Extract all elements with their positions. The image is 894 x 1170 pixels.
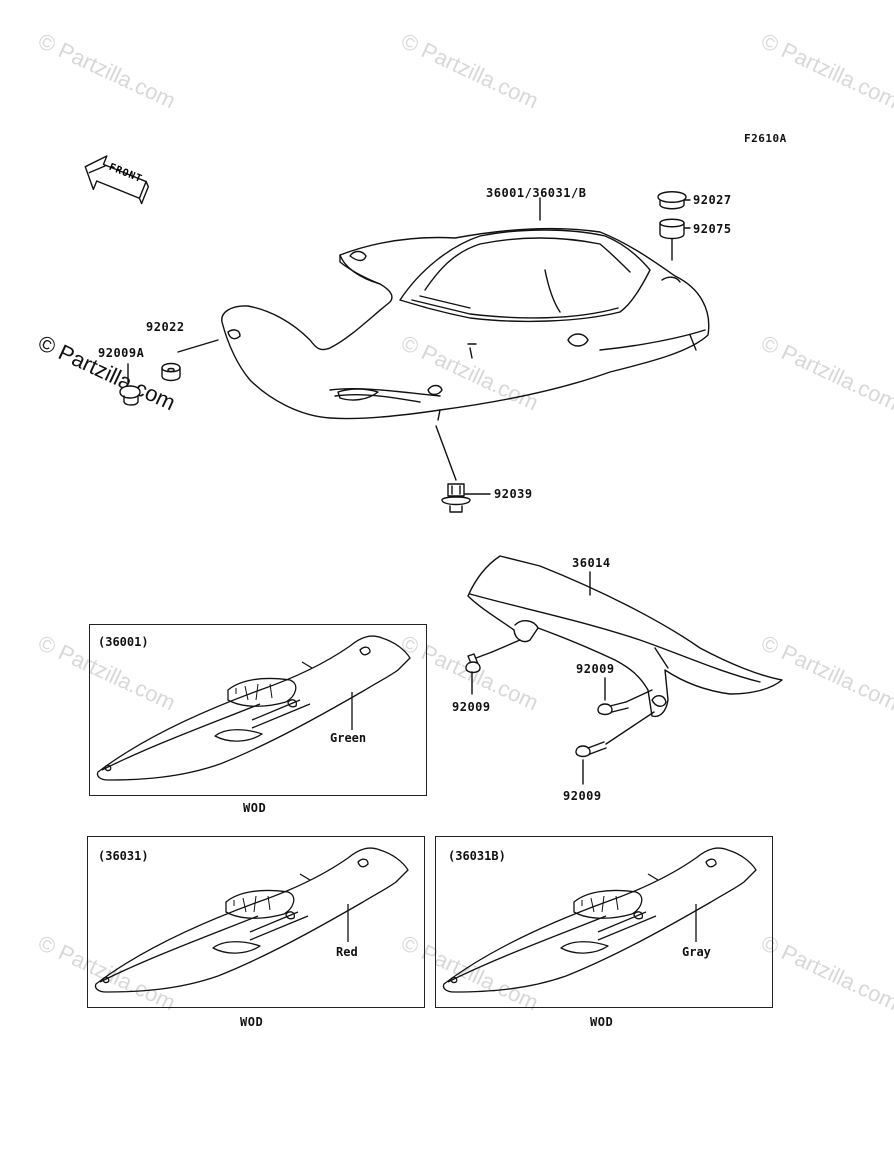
variant-box: (36031) Red	[87, 836, 425, 1008]
variant-box: (36001) Green	[89, 624, 427, 796]
part-label-bolt: 92009	[576, 662, 615, 676]
variant-cowl-drawing	[96, 635, 411, 781]
variant-color: Red	[336, 945, 358, 959]
part-label-seat-cowl: 36001/36031/B	[486, 186, 587, 200]
seat-cowl-drawing	[221, 227, 710, 421]
variant-code: WOD	[240, 1015, 264, 1029]
part-label-damper: 92075	[693, 222, 732, 236]
clip-icon	[119, 385, 141, 406]
variant-code: WOD	[590, 1015, 614, 1029]
part-label-collar: 92022	[146, 320, 185, 334]
part-label-clip: 92009A	[98, 346, 145, 360]
bolt-icon	[465, 639, 521, 695]
part-label-rivet: 92039	[494, 487, 533, 501]
front-arrow-icon	[84, 155, 150, 205]
part-label-chain-cover: 36014	[572, 556, 611, 570]
rivet-icon	[441, 483, 471, 513]
variant-part: (36001)	[98, 635, 149, 649]
diagram-code: F2610A	[744, 132, 787, 145]
variant-code: WOD	[243, 801, 267, 815]
bolt-icon	[597, 677, 653, 716]
damper-icon	[659, 218, 685, 240]
chain-cover-drawing	[467, 555, 783, 718]
variant-cowl-drawing	[94, 847, 409, 993]
part-label-bolt: 92009	[452, 700, 491, 714]
cap-icon	[657, 191, 687, 210]
variant-part: (36031B)	[448, 849, 506, 863]
variant-part: (36031)	[98, 849, 149, 863]
part-label-bolt: 92009	[563, 789, 602, 803]
bolt-icon	[575, 711, 655, 785]
variant-box: (36031B) Gray	[435, 836, 773, 1008]
part-label-cap: 92027	[693, 193, 732, 207]
variant-color: Green	[330, 731, 367, 745]
variant-color: Gray	[682, 945, 711, 959]
collar-icon	[161, 362, 181, 382]
variant-cowl-drawing	[442, 847, 757, 993]
